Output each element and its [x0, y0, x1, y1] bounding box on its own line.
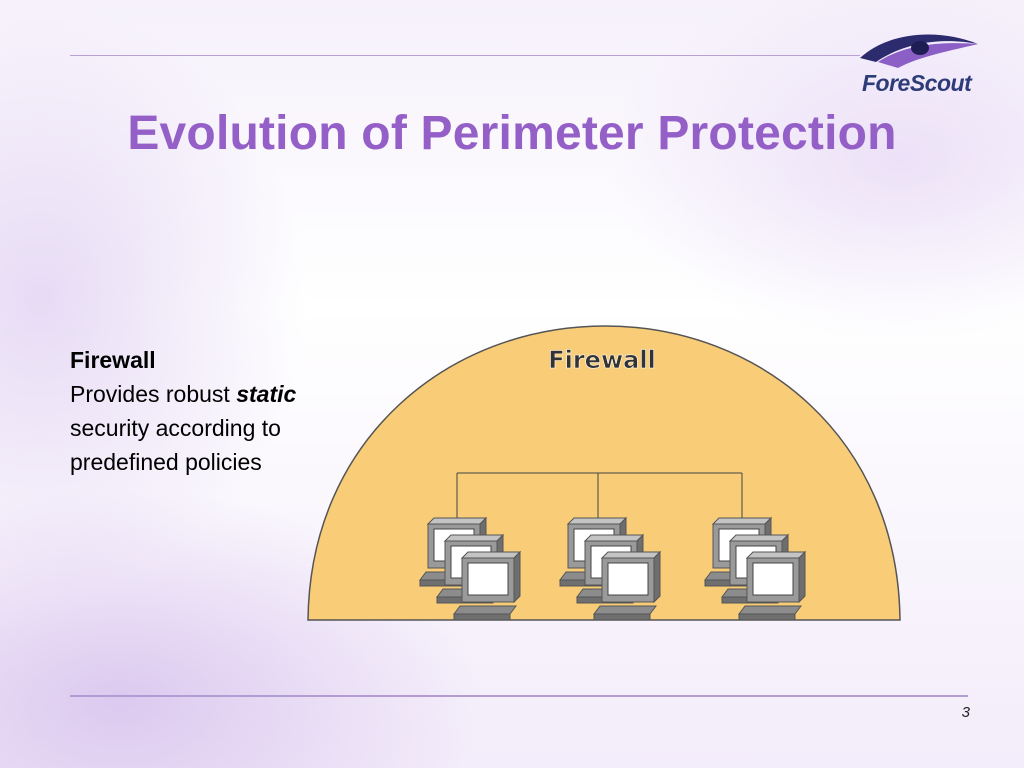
description-line1: Provides robust static [70, 381, 297, 407]
dome-label: Firewall [548, 346, 656, 374]
description-heading: Firewall [70, 347, 156, 373]
eye-icon [860, 34, 978, 68]
network-connections [456, 472, 743, 521]
bottom-divider [70, 695, 968, 697]
description-line2: security according to [70, 415, 281, 441]
workstation-icon [738, 551, 806, 621]
top-divider [70, 55, 860, 56]
logo-wordmark: ForeScout [862, 70, 972, 96]
page-number: 3 [961, 704, 970, 721]
description-line3: predefined policies [70, 449, 262, 475]
page-title: Evolution of Perimeter Protection [127, 107, 897, 160]
forescout-logo: ForeScout [858, 28, 982, 98]
firewall-diagram: Firewall [307, 325, 901, 621]
workstation-icon [593, 551, 661, 621]
static-emphasis: static [236, 381, 297, 407]
workstation-icon [453, 551, 521, 621]
firewall-description: Firewall Provides robust static security… [70, 343, 370, 479]
